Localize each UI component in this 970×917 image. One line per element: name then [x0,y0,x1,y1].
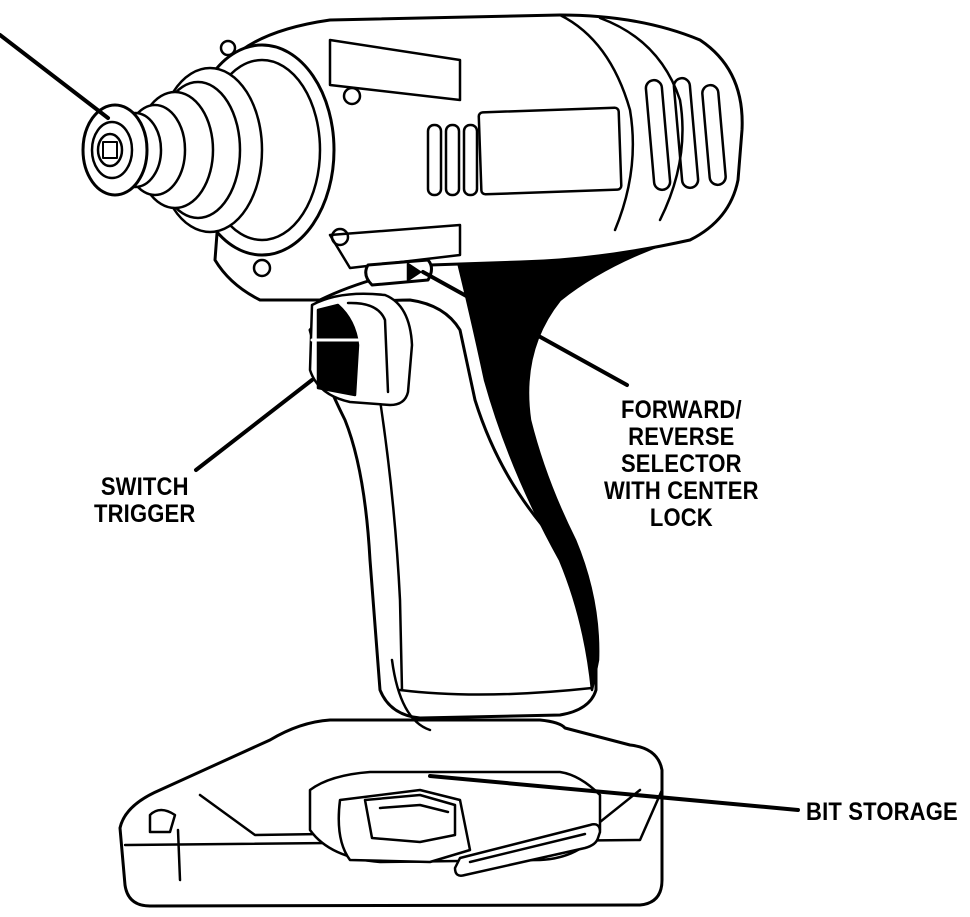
chuck-assembly [81,43,336,257]
bit-storage-tray [308,770,602,877]
label-switch-trigger-line1: SWITCH [100,473,189,501]
label-bit-storage-text: BIT STORAGE [806,798,958,826]
label-bit-storage: BIT STORAGE [806,799,958,826]
leader-bit-storage [428,774,800,812]
label-switch-trigger-line2: TRIGGER [94,500,196,528]
label-forward-reverse-line1: FORWARD/ [620,396,742,424]
leader-chuck [0,33,110,120]
leader-forward-reverse [421,270,629,387]
label-forward-reverse-line2: REVERSE [628,423,735,451]
label-forward-reverse-line4: WITH CENTER [604,477,759,505]
leader-switch-trigger [194,378,314,472]
leader-lines [0,33,800,812]
label-forward-reverse-line3: SELECTOR [620,450,742,478]
motor-housing [213,13,744,302]
label-forward-reverse-selector: FORWARD/ REVERSE SELECTOR WITH CENTER LO… [604,397,759,532]
switch-trigger [308,292,414,407]
label-forward-reverse-line5: LOCK [649,504,713,532]
label-switch-trigger: SWITCH TRIGGER [94,474,195,528]
